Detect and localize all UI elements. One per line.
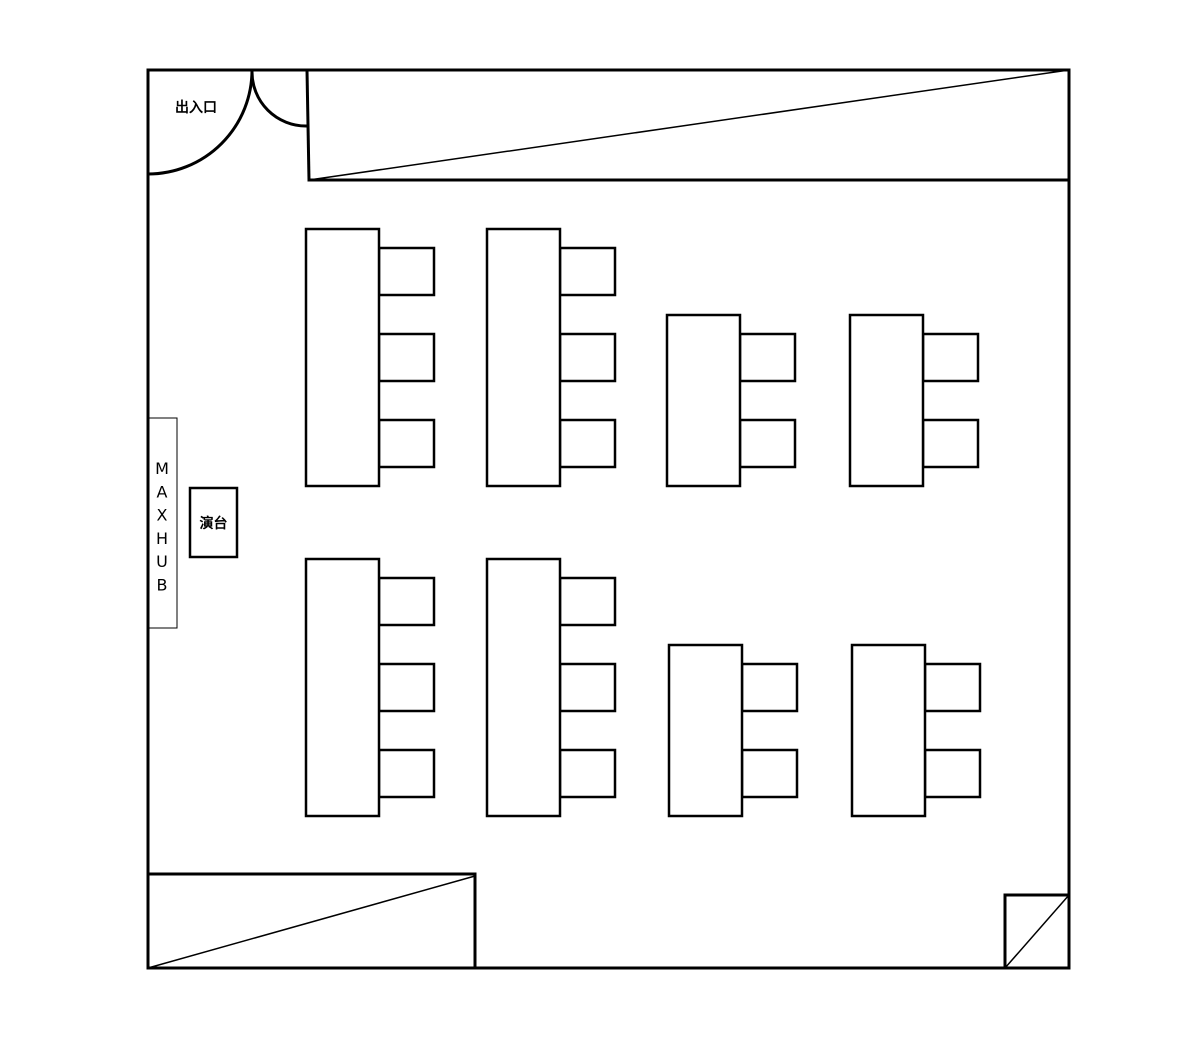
table[interactable]	[485, 227, 562, 488]
chair[interactable]	[738, 332, 797, 383]
maxhub-letter: U	[156, 552, 168, 571]
door-swing-small	[250, 70, 308, 128]
maxhub-letter: B	[157, 576, 168, 595]
table-group	[485, 557, 617, 818]
table[interactable]	[304, 557, 381, 818]
chair[interactable]	[377, 418, 436, 469]
maxhub-letter: H	[156, 529, 168, 548]
chair[interactable]	[377, 748, 436, 799]
storage-bottom-left	[146, 872, 477, 970]
chair[interactable]	[921, 332, 980, 383]
storage-top-left-edge	[305, 68, 311, 182]
storage-top	[305, 68, 1071, 182]
chair[interactable]	[740, 748, 799, 799]
table-group	[485, 227, 617, 488]
table-group	[304, 227, 436, 488]
maxhub-letter: A	[157, 482, 168, 501]
table-group	[667, 643, 799, 818]
table[interactable]	[485, 557, 562, 818]
table-group	[665, 313, 797, 488]
chair[interactable]	[738, 418, 797, 469]
table-group	[304, 557, 436, 818]
chair[interactable]	[921, 418, 980, 469]
chair[interactable]	[923, 662, 982, 713]
chair[interactable]	[377, 332, 436, 383]
podium[interactable]: 演台	[188, 486, 239, 559]
chair[interactable]	[558, 748, 617, 799]
chair[interactable]	[558, 332, 617, 383]
door-swing-large	[146, 68, 254, 176]
pillar	[1003, 893, 1071, 970]
chair[interactable]	[923, 748, 982, 799]
chair[interactable]	[377, 662, 436, 713]
entrance[interactable]: 出入口	[146, 68, 308, 176]
table-group	[850, 643, 982, 818]
chair[interactable]	[558, 662, 617, 713]
chair[interactable]	[558, 576, 617, 627]
entrance-label: 出入口	[175, 99, 217, 116]
tables-layer	[304, 227, 982, 818]
room-walls	[146, 68, 1071, 970]
table[interactable]	[848, 313, 925, 488]
table[interactable]	[665, 313, 742, 488]
chair[interactable]	[558, 418, 617, 469]
storage-top-diagonal	[308, 69, 1070, 181]
table[interactable]	[304, 227, 381, 488]
maxhub-letter: X	[157, 506, 168, 525]
chair[interactable]	[377, 246, 436, 297]
pillar-diagonal	[1004, 894, 1070, 969]
podium-box	[188, 486, 239, 559]
chair[interactable]	[740, 662, 799, 713]
chair[interactable]	[558, 246, 617, 297]
podium-label: 演台	[200, 515, 228, 532]
table[interactable]	[667, 643, 744, 818]
chair[interactable]	[377, 576, 436, 627]
storage-bottom-diagonal	[147, 875, 476, 969]
maxhub-outline	[148, 417, 178, 629]
table[interactable]	[850, 643, 927, 818]
maxhub-letter: M	[155, 459, 169, 478]
table-group	[848, 313, 980, 488]
